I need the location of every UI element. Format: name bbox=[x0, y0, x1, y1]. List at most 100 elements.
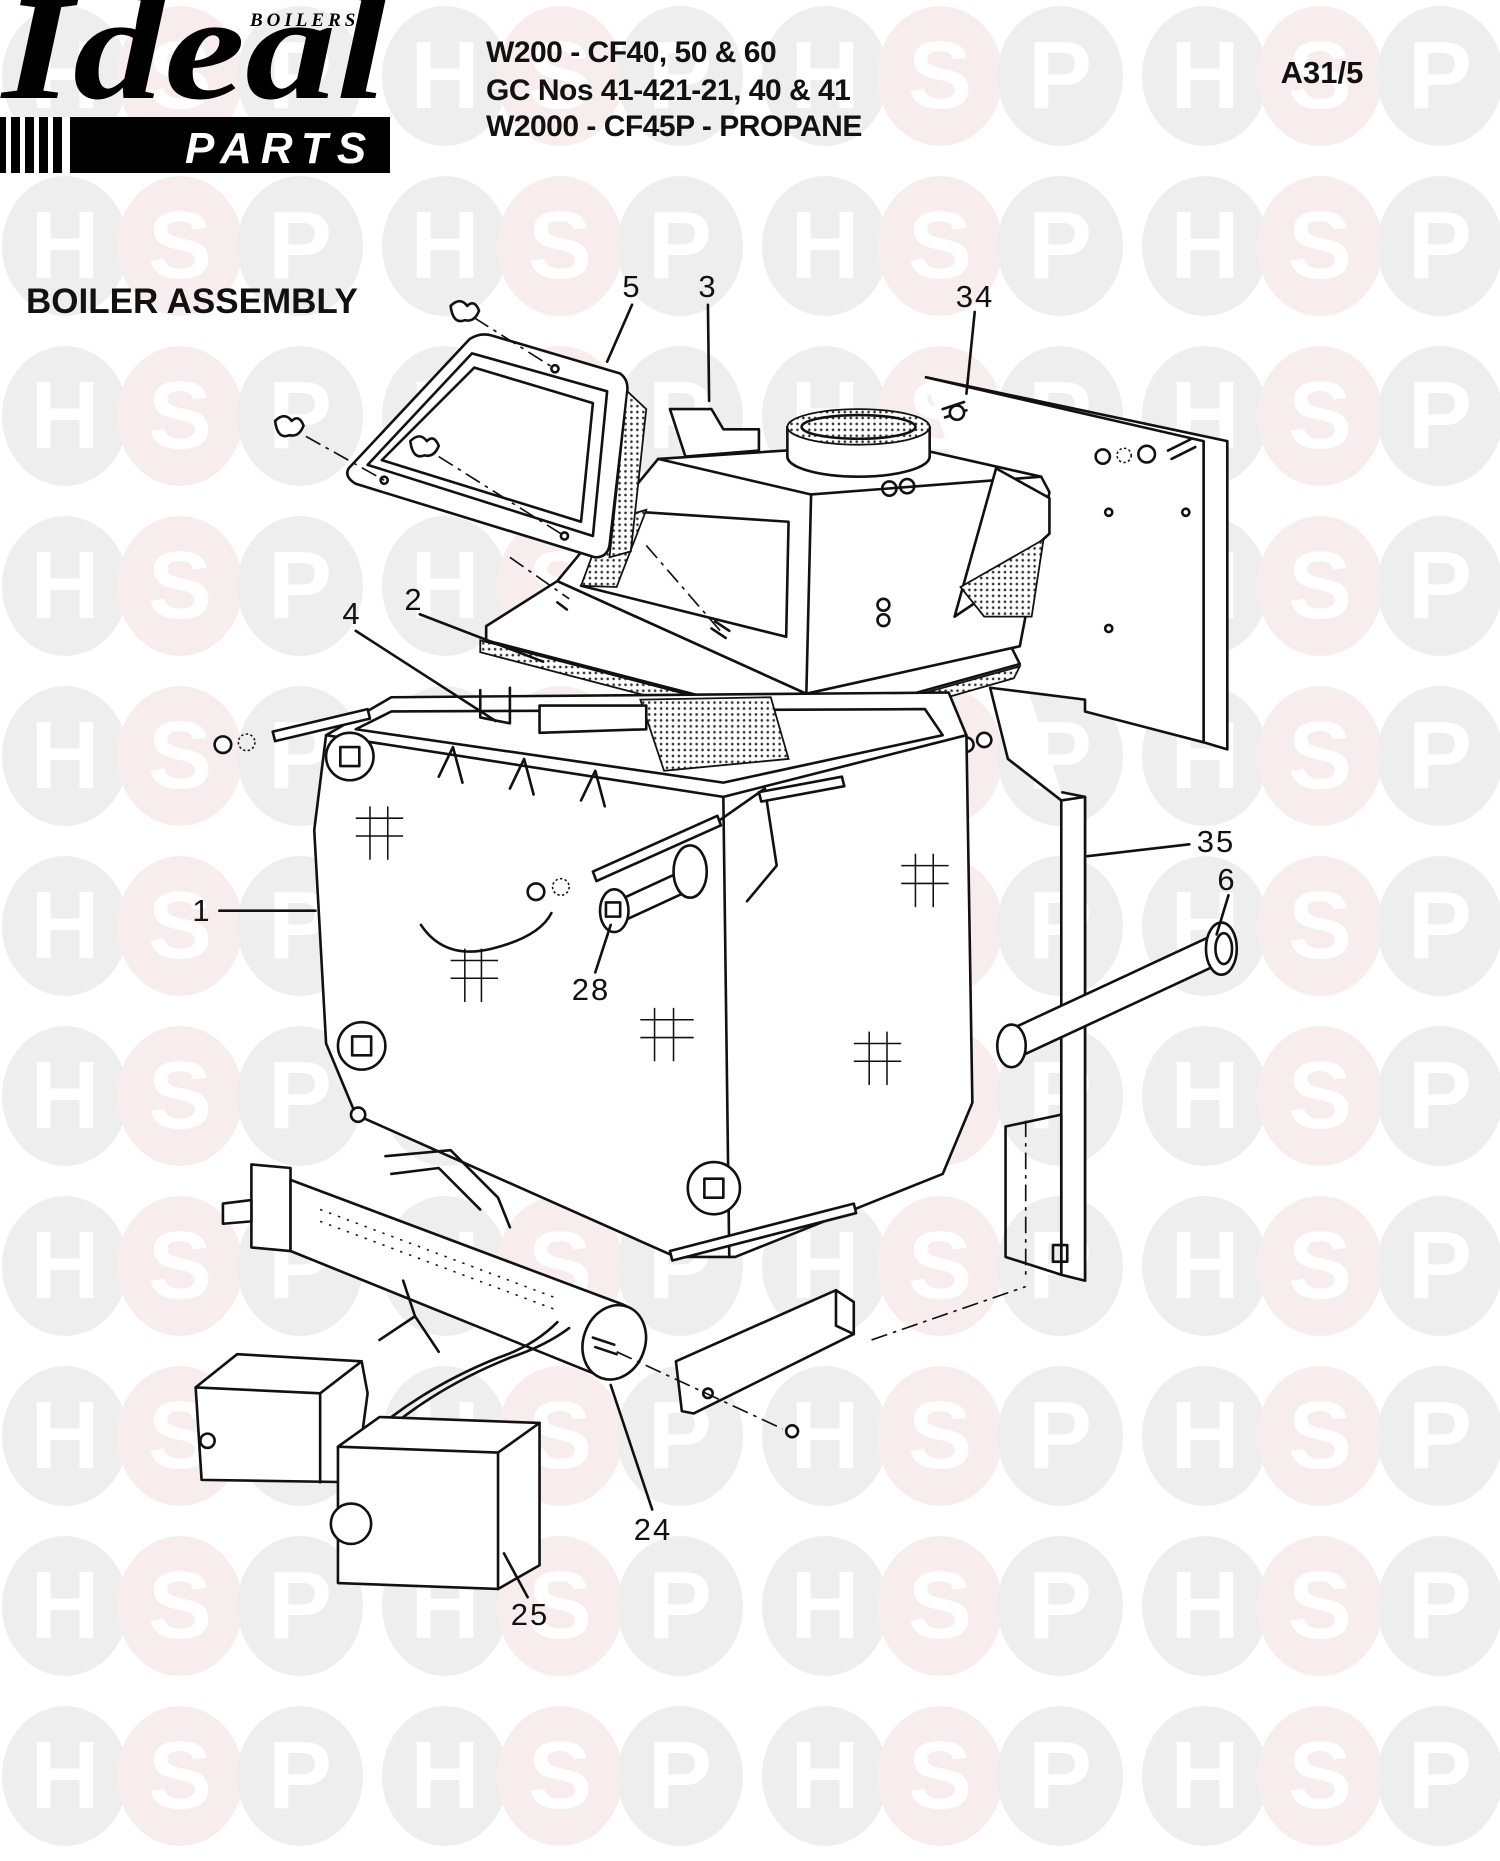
watermark-circle-h: H bbox=[382, 176, 508, 316]
ideal-logo: Ideal BOILERS PARTS bbox=[0, 0, 390, 173]
watermark-circle-p: P bbox=[237, 516, 363, 656]
watermark-circle-h: H bbox=[2, 346, 128, 486]
watermark-circle-p: P bbox=[1377, 1196, 1500, 1336]
watermark-circle-s: S bbox=[1257, 176, 1383, 316]
watermark-circle-p: P bbox=[1377, 176, 1500, 316]
watermark-circle-s: S bbox=[877, 1536, 1003, 1676]
part-label-34[interactable]: 34 bbox=[955, 279, 995, 314]
sight-glass-panel bbox=[273, 299, 724, 635]
watermark-circle-h: H bbox=[2, 1196, 128, 1336]
part-label-28[interactable]: 28 bbox=[571, 972, 611, 1007]
watermark-circle-s: S bbox=[1257, 686, 1383, 826]
watermark-circle-h: H bbox=[2, 176, 128, 316]
watermark-circle-h: H bbox=[2, 856, 128, 996]
watermark-circle-p: P bbox=[997, 1706, 1123, 1846]
svg-text:Ideal: Ideal bbox=[0, 0, 387, 131]
part-label-2[interactable]: 2 bbox=[404, 582, 424, 617]
watermark-circle-s: S bbox=[117, 1706, 243, 1846]
watermark-circle-p: P bbox=[1377, 6, 1500, 146]
watermark-circle-s: S bbox=[117, 686, 243, 826]
watermark-circle-s: S bbox=[877, 6, 1003, 146]
watermark-circle-s: S bbox=[117, 516, 243, 656]
part-label-5[interactable]: 5 bbox=[622, 269, 642, 304]
flue-hood bbox=[479, 407, 1051, 739]
watermark-circle-p: P bbox=[997, 6, 1123, 146]
watermark-circle-p: P bbox=[997, 1536, 1123, 1676]
watermark-circle-s: S bbox=[877, 176, 1003, 316]
back-panel bbox=[924, 375, 1229, 1282]
watermark-circle-h: H bbox=[762, 1536, 888, 1676]
svg-text:PARTS: PARTS bbox=[185, 124, 375, 173]
part-label-1[interactable]: 1 bbox=[192, 893, 212, 928]
watermark-circle-h: H bbox=[1142, 1536, 1268, 1676]
watermark-circle-h: H bbox=[762, 1706, 888, 1846]
watermark-circle-h: H bbox=[2, 686, 128, 826]
part-label-6[interactable]: 6 bbox=[1217, 862, 1237, 897]
watermark-circle-s: S bbox=[1257, 1536, 1383, 1676]
burner-bracket bbox=[616, 1120, 1027, 1439]
watermark-circle-h: H bbox=[382, 1706, 508, 1846]
watermark-circle-s: S bbox=[117, 856, 243, 996]
watermark-circle-h: H bbox=[1142, 1026, 1268, 1166]
watermark-circle-p: P bbox=[617, 6, 743, 146]
watermark-circle-s: S bbox=[1257, 1196, 1383, 1336]
watermark-circle-h: H bbox=[762, 176, 888, 316]
watermark-circle-h: H bbox=[762, 1366, 888, 1506]
model-line-2: GC Nos 41-421-21, 40 & 41 bbox=[486, 74, 851, 107]
watermark-circle-s: S bbox=[117, 176, 243, 316]
watermark-circle-h: H bbox=[1142, 6, 1268, 146]
burner bbox=[221, 1148, 648, 1381]
model-line-3: W2000 - CF45P - PROPANE bbox=[486, 110, 862, 143]
watermark-circle-s: S bbox=[1257, 346, 1383, 486]
watermark-circle-h: H bbox=[2, 1706, 128, 1846]
watermark-circle-s: S bbox=[497, 1706, 623, 1846]
watermark-circle-h: H bbox=[1142, 1706, 1268, 1846]
svg-text:BOILERS: BOILERS bbox=[249, 10, 359, 31]
watermark-circle-h: H bbox=[762, 6, 888, 146]
watermark-circle-p: P bbox=[237, 1026, 363, 1166]
watermark-circle-p: P bbox=[1377, 516, 1500, 656]
watermark-circle-s: S bbox=[877, 1366, 1003, 1506]
leader-lines bbox=[218, 303, 1230, 1599]
watermark-circle-p: P bbox=[237, 1706, 363, 1846]
watermark-circle-h: H bbox=[2, 1026, 128, 1166]
watermark-circle-s: S bbox=[117, 1536, 243, 1676]
watermark-circle-s: S bbox=[877, 1706, 1003, 1846]
watermark-circle-s: S bbox=[117, 1026, 243, 1166]
watermark-circle-p: P bbox=[997, 176, 1123, 316]
watermark-circle-h: H bbox=[1142, 176, 1268, 316]
watermark-circle-s: S bbox=[1257, 6, 1383, 146]
watermark-circle-p: P bbox=[237, 346, 363, 486]
section-title: BOILER ASSEMBLY bbox=[26, 282, 358, 321]
watermark-circle-s: S bbox=[1257, 1026, 1383, 1166]
watermark-circle-s: S bbox=[1257, 1706, 1383, 1846]
watermark-circle-h: H bbox=[2, 1536, 128, 1676]
watermark-circle-p: P bbox=[617, 1706, 743, 1846]
watermark-circle-p: P bbox=[617, 176, 743, 316]
gas-valve bbox=[194, 1320, 571, 1591]
watermark-circle-h: H bbox=[2, 1366, 128, 1506]
watermark-circle-p: P bbox=[617, 1536, 743, 1676]
watermark-circle-p: P bbox=[1377, 1536, 1500, 1676]
watermark-circle-h: H bbox=[382, 6, 508, 146]
watermark-circle-p: P bbox=[1377, 1366, 1500, 1506]
part-label-3[interactable]: 3 bbox=[698, 269, 718, 304]
watermark-circle-p: P bbox=[1377, 1026, 1500, 1166]
watermark-circle-s: S bbox=[117, 346, 243, 486]
watermark-circle-p: P bbox=[1377, 856, 1500, 996]
watermark-circle-h: H bbox=[1142, 1366, 1268, 1506]
watermark-circle-s: S bbox=[877, 1196, 1003, 1336]
watermark-circle-s: S bbox=[1257, 516, 1383, 656]
heat-exchanger bbox=[213, 686, 974, 1262]
sheet-code: A31/5 bbox=[1280, 55, 1364, 90]
part-label-4[interactable]: 4 bbox=[342, 596, 362, 631]
watermark-circle-h: H bbox=[2, 516, 128, 656]
part-label-35[interactable]: 35 bbox=[1196, 824, 1236, 859]
part-label-25[interactable]: 25 bbox=[510, 1597, 550, 1632]
model-line-1: W200 - CF40, 50 & 60 bbox=[486, 36, 777, 69]
flow-pipe bbox=[995, 921, 1239, 1069]
watermark-circle-s: S bbox=[1257, 1366, 1383, 1506]
part-label-24[interactable]: 24 bbox=[633, 1512, 673, 1547]
